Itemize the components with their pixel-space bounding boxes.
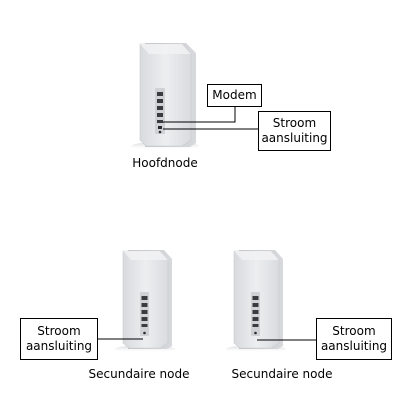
secondary-right-power-label: Stroom aansluiting <box>320 324 388 353</box>
secondary-left-power-label: Stroom aansluiting <box>25 324 93 353</box>
secondary-left-node-caption: Secundaire node <box>88 367 190 381</box>
secondary-left-power-label-box: Stroom aansluiting <box>20 318 98 360</box>
main-node-caption: Hoofdnode <box>132 156 198 170</box>
secondary-right-node-caption: Secundaire node <box>231 367 333 381</box>
modem-label: Modem <box>212 88 257 102</box>
secondary-left-node-device <box>115 250 175 353</box>
secondary-right-node-device <box>226 250 286 353</box>
main-power-label: Stroom aansluiting <box>261 116 328 145</box>
main-node-device <box>131 43 199 150</box>
secondary-right-power-label-box: Stroom aansluiting <box>316 318 392 360</box>
modem-connector-line <box>163 106 236 123</box>
modem-label-box: Modem <box>207 84 262 107</box>
main-power-label-box: Stroom aansluiting <box>258 111 331 151</box>
